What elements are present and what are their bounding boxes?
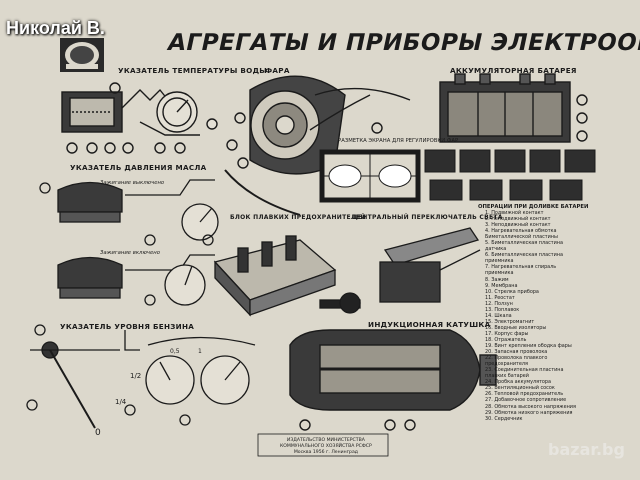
gauge-mark-half: 1/2 <box>130 372 142 380</box>
legend-item: 6. Биметаллическая пластина <box>485 252 563 259</box>
publisher-plate <box>257 433 389 457</box>
gauge-mark-1: 1 <box>198 348 202 355</box>
legend-item: 7. Нагревательная спираль <box>485 264 557 271</box>
battery-diagram <box>439 73 588 143</box>
label-headlight: ФАРА <box>265 66 290 75</box>
gauge-mark-zero: 0 <box>95 428 101 438</box>
legend-item: 1. Подвижной контакт <box>485 210 544 216</box>
poster-title: АГРЕГАТЫ И ПРИБОРЫ ЭЛЕКТРООБОРУДОВАНИЯ <box>165 30 640 56</box>
label-oil-gauge: УКАЗАТЕЛЬ ДАВЛЕНИЯ МАСЛА <box>70 163 207 172</box>
fuse-block-diagram <box>213 235 337 317</box>
label-temp-gauge: УКАЗАТЕЛЬ ТЕМПЕРАТУРЫ ВОДЫ <box>118 66 268 75</box>
legend-item: 19. Винт крепления ободка фары <box>485 343 572 350</box>
legend-item: плавких батарей <box>485 373 529 380</box>
legend-item: 14. Шкала <box>485 312 512 319</box>
legend-item: 18. Отражатель <box>485 336 527 343</box>
legend-item: 23. Соединительная пластина <box>485 367 564 374</box>
label-fuel-gauge: УКАЗАТЕЛЬ УРОВНЯ БЕНЗИНА <box>60 322 195 331</box>
fuel-gauge-diagram <box>26 324 256 429</box>
legend-item: 8. Зажим <box>485 276 509 283</box>
label-ign-off: Зажигание выключено <box>100 180 165 186</box>
temp-gauge-diagram <box>61 82 218 154</box>
legend-item: 3. Неподвижный контакт <box>485 222 551 229</box>
oil-gauge-diagram <box>39 179 219 306</box>
legend-item: 12. Ползун <box>485 300 513 307</box>
headlight-screen-marking <box>319 149 421 203</box>
publisher-emblem <box>60 38 104 72</box>
gauge-mark-05: 0,5 <box>170 348 180 355</box>
label-battery-ops: ОПЕРАЦИИ ПРИ ДОЛИВКЕ БАТАРЕИ <box>478 204 589 210</box>
legend-item: 13. Поплавок <box>485 306 520 313</box>
legend-item: 27. Добавочное сопротивление <box>485 397 567 404</box>
publisher-line-3: Москва 1956 г. Ленинград <box>293 450 358 455</box>
ignition-coil-diagram <box>289 329 497 431</box>
legend-item: 17. Корпус фары <box>485 330 529 337</box>
legend-item: 10. Стрелка прибора <box>485 288 539 295</box>
label-fuse-block: БЛОК ПЛАВКИХ ПРЕДОХРАНИТЕЛЕЙ <box>230 214 366 221</box>
legend-item: 29. Обмотка низкого напряжения <box>485 409 573 416</box>
legend-item: 2. Неподвижный контакт <box>485 216 551 223</box>
label-battery: АККУМУЛЯТОРНАЯ БАТАРЕЯ <box>450 66 577 75</box>
site-watermark: bazar.bg <box>548 440 625 459</box>
legend-item: 11. Реостат <box>485 294 515 301</box>
legend-item: 25. Вентиляционный сосок <box>485 385 555 392</box>
headlight-diagram <box>224 75 411 216</box>
legend-item: 26. Тепловой предохранитель <box>485 391 564 398</box>
legend-item: датчика <box>485 246 507 253</box>
legend-item: приемника <box>485 270 514 277</box>
legend-item: 9. Мембрана <box>485 282 518 289</box>
legend-item: предохранителя <box>485 361 528 368</box>
legend-item: 15. Электромагнит <box>485 318 535 325</box>
legend-item: 4. Нагревательная обмотка <box>485 228 557 235</box>
label-ign-on: Зажигание включено <box>100 250 160 256</box>
legend-item: 30. Сердечник <box>485 415 523 422</box>
publisher-line-1: ИЗДАТЕЛЬСТВО МИНИСТЕРСТВА <box>286 438 365 443</box>
label-headlight-marking: РАЗМЕТКА ЭКРАНА ДЛЯ РЕГУЛИРОВКИ ФАР <box>338 138 459 144</box>
legend-item: 22. Проволока плавкого <box>485 355 548 362</box>
light-switch-diagram <box>319 227 481 314</box>
legend-item: 28. Обмотка высокого напряжения <box>485 403 576 410</box>
battery-refill-steps <box>424 149 596 201</box>
label-light-switch: ЦЕНТРАЛЬНЫЙ ПЕРЕКЛЮЧАТЕЛЬ СВЕТА <box>352 214 503 221</box>
legend-item: приемника <box>485 258 514 265</box>
legend-item: 5. Биметаллическая пластина <box>485 240 563 247</box>
legend-item: 24. Пробка аккумулятора <box>485 379 552 386</box>
watermark-username: Николай В. <box>6 18 105 38</box>
label-ignition-coil: ИНДУКЦИОННАЯ КАТУШКА <box>368 320 491 329</box>
legend-item: 20. Запасная проволока <box>485 349 548 356</box>
legend-item: 16. Вводные изоляторы <box>485 324 547 331</box>
publisher-info: ИЗДАТЕЛЬСТВО МИНИСТЕРСТВА КОММУНАЛЬНОГО … <box>280 438 372 456</box>
legend-item: Биметаллической пластины <box>485 234 558 241</box>
publisher-line-2: КОММУНАЛЬНОГО ХОЗЯЙСТВА РСФСР <box>280 444 372 449</box>
gauge-mark-quarter: 1/4 <box>115 398 127 406</box>
